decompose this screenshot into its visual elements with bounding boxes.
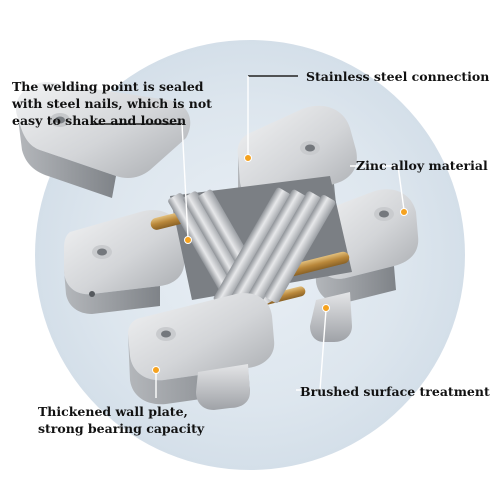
callout-welding-line1: The welding point is sealed <box>12 79 204 94</box>
steel-leaves <box>168 187 336 307</box>
callout-zinc-alloy: Zinc alloy material <box>356 157 488 174</box>
zinc-marker <box>400 208 408 216</box>
callout-steel-line1: Stainless steel connection <box>306 69 490 84</box>
plate-marker <box>152 366 160 374</box>
hinge-core <box>150 176 352 308</box>
callout-welding-point: The welding point is sealed with steel n… <box>12 78 212 129</box>
callout-zinc-line1: Zinc alloy material <box>356 158 488 173</box>
callout-markers <box>152 154 408 374</box>
callout-brushed-line1: Brushed surface treatment <box>300 384 490 399</box>
brushed-marker <box>322 304 330 312</box>
callout-lines <box>92 75 405 398</box>
callout-wall-plate: Thickened wall plate, strong bearing cap… <box>38 403 204 437</box>
callout-brushed-surface: Brushed surface treatment <box>300 383 490 400</box>
steel-marker <box>244 154 252 162</box>
hinge-body-front <box>128 292 352 410</box>
hinge-body-left <box>15 82 191 314</box>
callout-welding-line2: with steel nails, which is not <box>12 96 212 111</box>
callout-plate-line1: Thickened wall plate, <box>38 404 188 419</box>
callout-welding-line3: easy to shake and loosen <box>12 113 187 128</box>
weld-marker <box>184 236 192 244</box>
callout-stainless-steel: Stainless steel connection <box>306 68 489 85</box>
callout-plate-line2: strong bearing capacity <box>38 421 205 436</box>
